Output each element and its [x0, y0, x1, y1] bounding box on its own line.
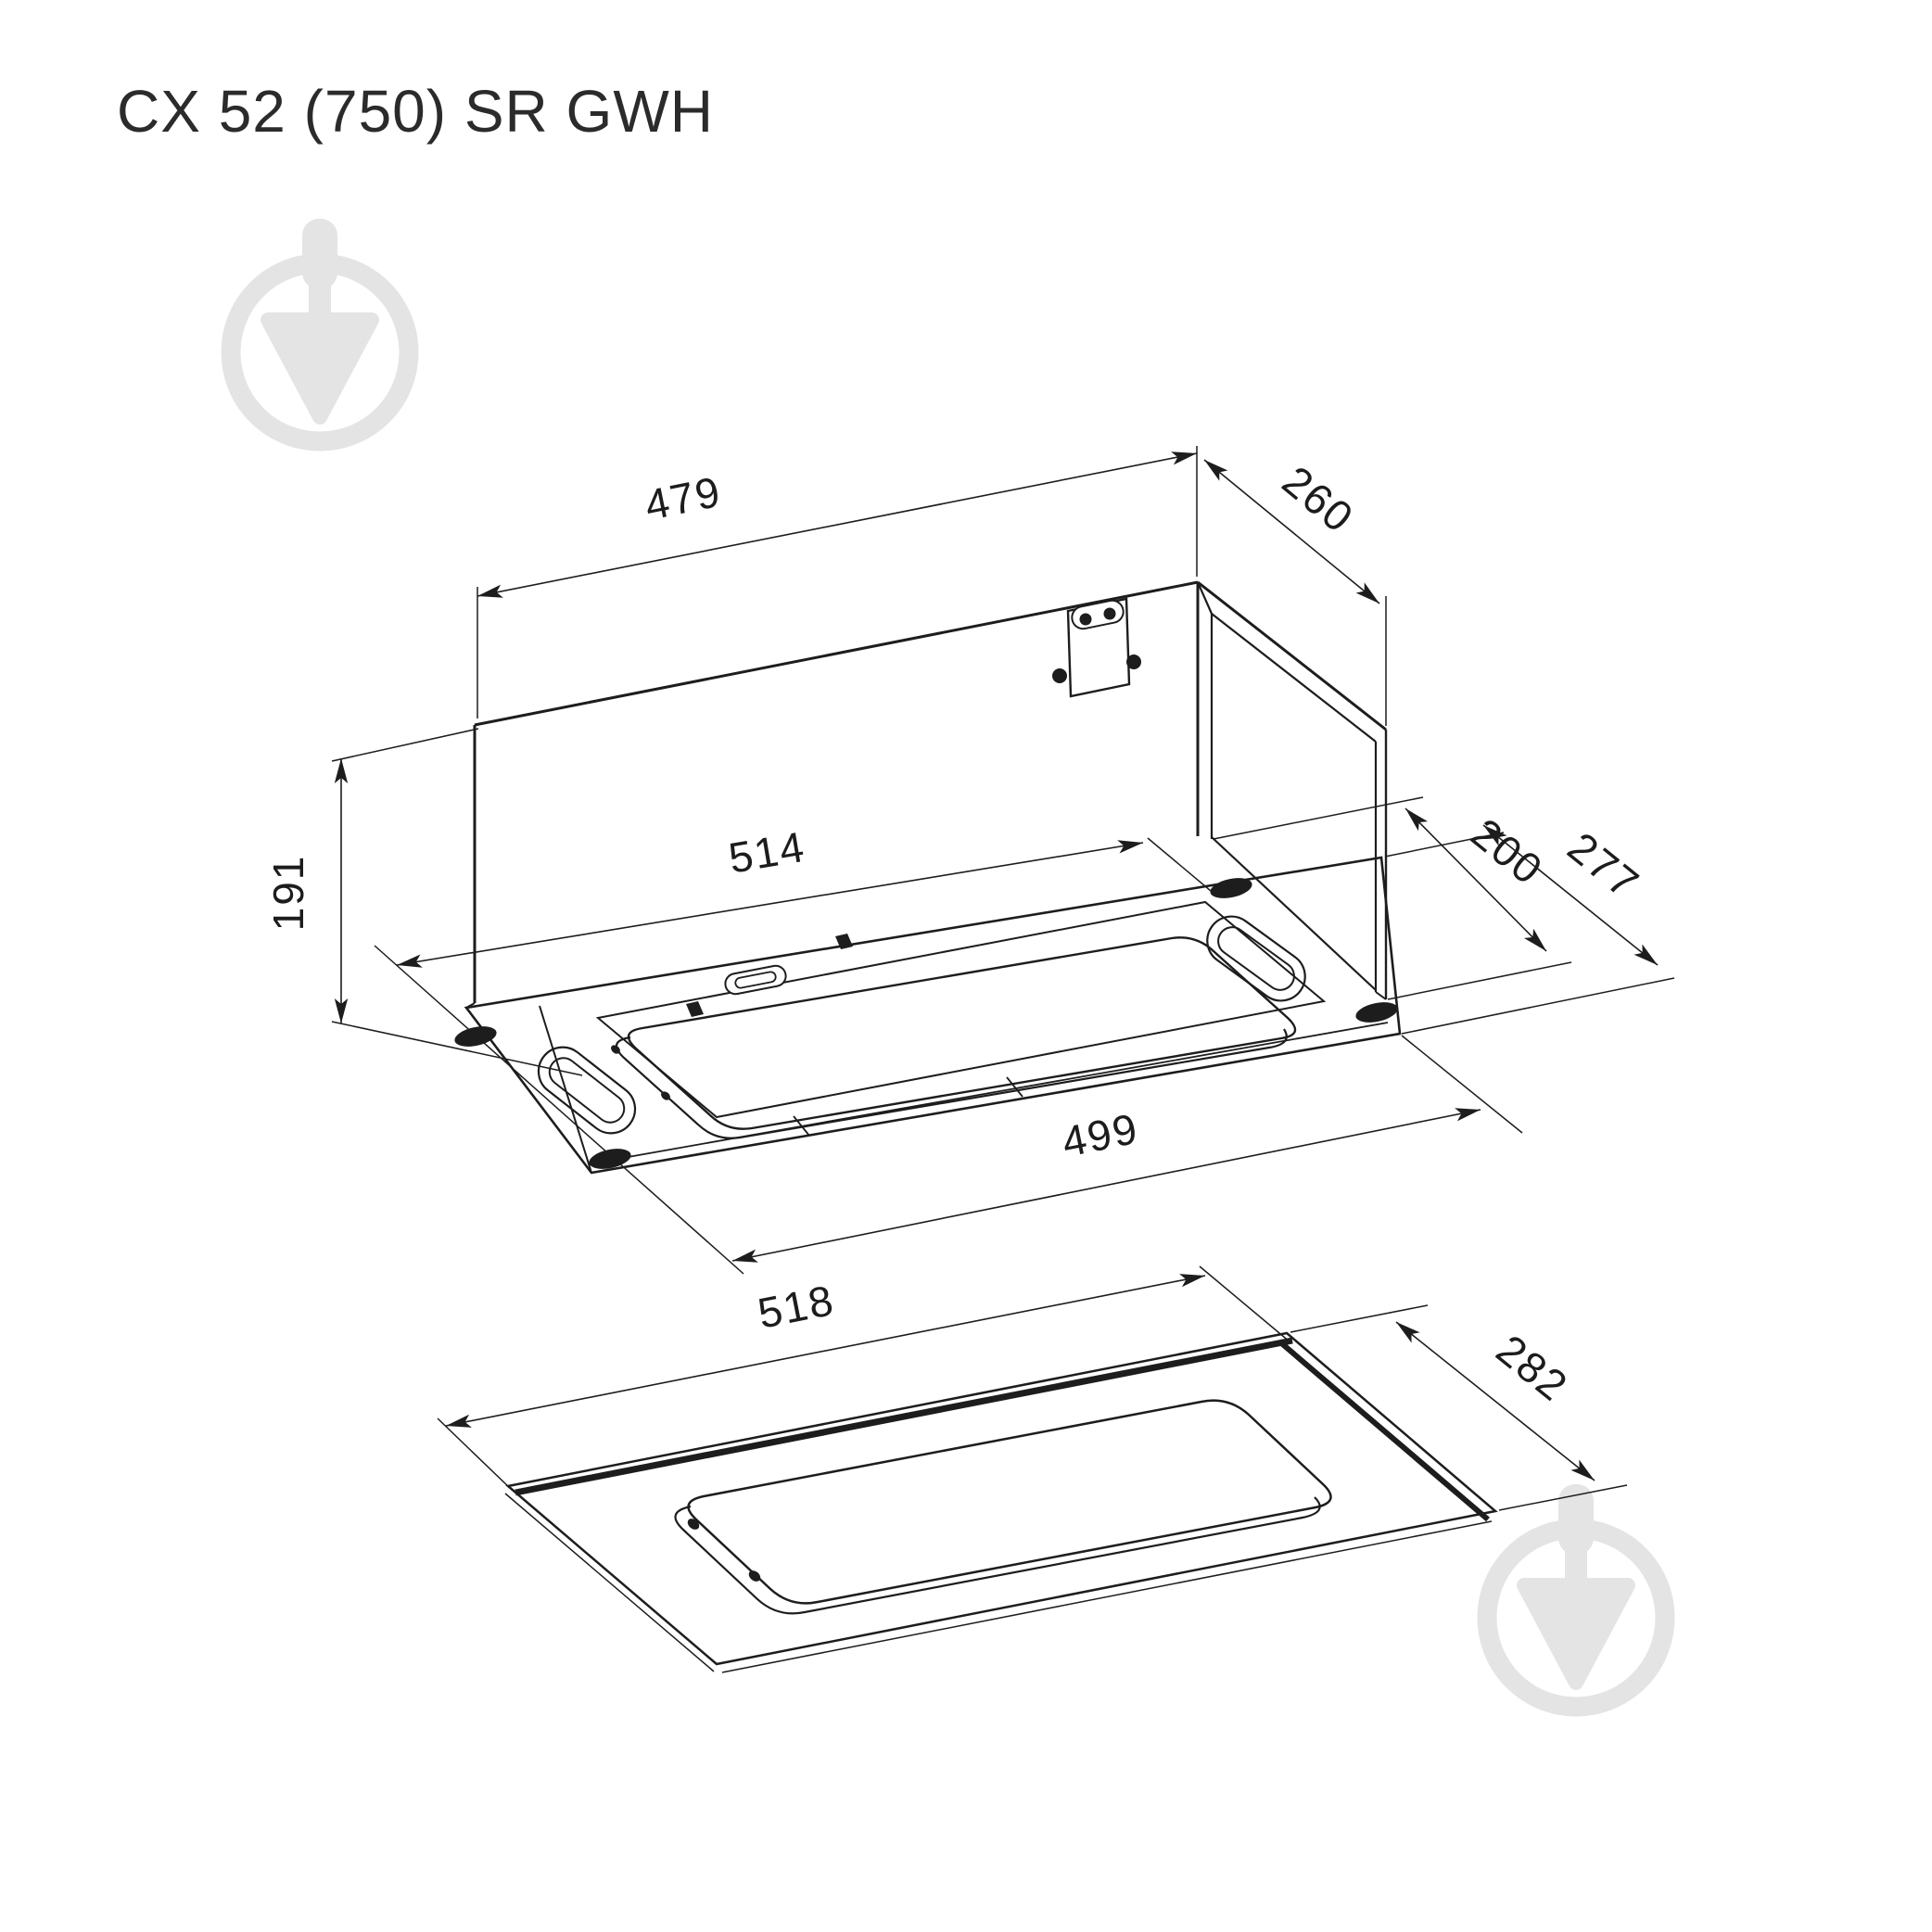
plate-recess: [595, 900, 1327, 1119]
filter-screw-dot: [687, 1519, 700, 1530]
screw-hole: [1355, 1002, 1398, 1023]
bottom-view: 518 282: [437, 1265, 1628, 1673]
panel-hole-dot: [1126, 655, 1141, 669]
filter-screw-dot: [748, 1570, 761, 1582]
panel-back-fold: [515, 1337, 1293, 1496]
dim-514-cutout-width: 514: [374, 822, 1217, 1275]
dim-label: 479: [641, 467, 725, 529]
watermark-bottom-right: [1487, 1484, 1665, 1707]
bracket-hole-dot: [1079, 613, 1092, 626]
dim-label: 282: [1488, 1325, 1578, 1410]
dim-518-width: 518: [437, 1265, 1291, 1491]
screw-hole: [589, 1149, 631, 1169]
panel-hole-dot: [1052, 668, 1067, 683]
filter-latch: [724, 964, 787, 996]
dim-label: 191: [264, 855, 312, 932]
screw-hole: [454, 1026, 497, 1047]
clip-tick: [686, 1001, 704, 1017]
slot-right: [1206, 915, 1306, 1002]
base-plate: [454, 856, 1402, 1175]
bottom-filter: [674, 1399, 1332, 1615]
dim-label: 260: [1274, 456, 1364, 542]
filter-screw-dot: [611, 1045, 620, 1054]
dim-label: 518: [754, 1276, 838, 1338]
dim-260-depth-top: 260: [1203, 456, 1387, 726]
page-title: CX 52 (750) SR GWH: [117, 78, 714, 145]
dim-label: 200: [1463, 808, 1553, 894]
panel-right-fold: [1277, 1339, 1490, 1522]
trowel-in-circle-icon: [231, 219, 409, 441]
dim-label: 514: [725, 822, 808, 883]
dim-191-height: 191: [264, 728, 583, 1076]
filter-screw-dot: [661, 1091, 670, 1100]
back-panel: [465, 580, 1377, 1009]
bracket-hole-dot: [1103, 607, 1116, 620]
right-wall: [1197, 580, 1388, 1000]
slot-left: [537, 1046, 637, 1135]
mounting-bracket: [1052, 597, 1141, 698]
screw-hole: [1210, 878, 1252, 898]
dim-label: 277: [1559, 822, 1649, 908]
dim-label: 499: [1058, 1104, 1142, 1166]
grease-filter: [611, 936, 1297, 1139]
watermark-top-left: [231, 219, 409, 441]
top-view: 479 260 514 191 200: [264, 446, 1675, 1275]
trowel-in-circle-icon: [1487, 1484, 1665, 1707]
